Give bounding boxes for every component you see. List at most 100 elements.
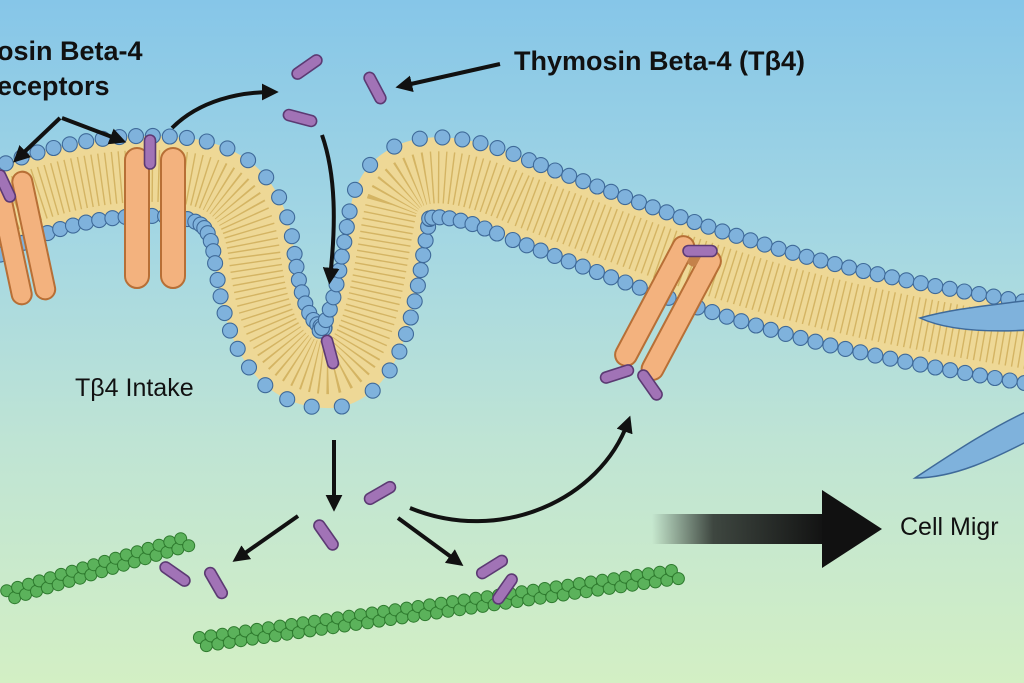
lipid-head: [338, 218, 355, 236]
lipid-head: [826, 256, 843, 273]
actin-filaments: [0, 532, 685, 653]
lipid-head: [658, 204, 675, 221]
lipid-head: [488, 225, 506, 242]
lipid-head: [912, 356, 929, 373]
lipid-head: [883, 269, 901, 286]
lipid-head: [867, 347, 884, 364]
actin-bead: [182, 539, 196, 553]
lipid-head: [942, 362, 959, 379]
lipid-head: [279, 209, 296, 226]
lipid-bilayer-membrane: [0, 127, 1024, 415]
lipid-head: [454, 131, 471, 148]
lipid-head: [212, 288, 229, 305]
arrow-label-tb4: [395, 62, 501, 92]
lipid-head: [837, 340, 854, 357]
lipid-head: [346, 181, 364, 198]
lipid-head: [161, 128, 178, 145]
lipid-head: [209, 271, 226, 288]
lipid-head: [882, 350, 899, 367]
lipid-head: [362, 156, 379, 173]
arrow-intake-down: [320, 134, 340, 285]
membrane-tail-texture: [0, 149, 1024, 394]
lipid-head: [869, 266, 886, 283]
arrow-receptors-left: [13, 116, 62, 163]
lipid-head: [1016, 374, 1024, 392]
lipid-head: [271, 189, 288, 206]
label-receptors-line1: osin Beta-4: [0, 36, 143, 66]
arrow-receptors-right: [61, 116, 127, 145]
lipid-head: [822, 337, 839, 354]
lipid-head: [1001, 372, 1018, 389]
lipid-head: [402, 309, 419, 326]
lipid-head: [64, 217, 82, 234]
lipid-head: [631, 279, 648, 296]
lipid-head: [505, 145, 522, 162]
lipid-head: [941, 280, 958, 297]
lipid-head: [77, 214, 95, 231]
lipid-head: [617, 274, 634, 291]
receptor-middle: [124, 147, 186, 289]
lipid-head: [415, 247, 432, 264]
lipid-head: [336, 233, 353, 251]
tb4-peptide: [0, 169, 17, 203]
lipid-head: [229, 340, 246, 357]
tb4-peptide: [682, 244, 718, 258]
lipid-head: [714, 223, 731, 240]
tb4-peptide: [203, 566, 229, 600]
lipid-head: [927, 359, 944, 376]
lipid-head: [279, 391, 296, 408]
lipid-head: [841, 259, 858, 276]
lipid-head: [700, 218, 717, 235]
lipid-head: [747, 317, 765, 334]
receptor-left: [0, 170, 57, 306]
lipid-head: [207, 255, 224, 272]
tb4-peptide: [143, 134, 157, 170]
lipid-head: [589, 178, 606, 195]
tb4-peptide: [313, 519, 339, 551]
tb4-peptide: [320, 334, 340, 370]
lipid-head: [216, 305, 233, 322]
label-tb4: Thymosin Beta-4 (Tβ4): [514, 46, 806, 76]
actin-bead: [671, 572, 685, 586]
lipid-head: [288, 258, 305, 275]
arrow-to-actin-right: [396, 516, 464, 566]
tb4-peptide: [475, 554, 509, 580]
lipid-head: [257, 377, 274, 394]
lipid-head: [792, 329, 809, 346]
lipid-head: [240, 152, 257, 169]
tb4-peptides: [0, 54, 718, 605]
lipid-head: [728, 227, 745, 244]
lipid-heads: [0, 127, 1024, 415]
lipid-head: [221, 322, 239, 339]
lipid-head: [532, 242, 549, 259]
lipid-head: [61, 136, 78, 153]
lipid-head: [303, 398, 320, 415]
label-tb4-intake: Tβ4 Intake: [75, 374, 194, 402]
label-receptors-line2: eceptors: [0, 71, 110, 101]
lipid-head: [547, 162, 564, 179]
lipid-head: [898, 272, 915, 289]
cell-protrusion: [912, 300, 1024, 479]
label-cell-migration: Cell Migr: [900, 513, 999, 541]
tb4-peptide: [159, 561, 191, 587]
lipid-head: [617, 189, 634, 206]
pathway-arrows: [13, 62, 633, 566]
lipid-head: [784, 244, 801, 261]
lipid-head: [364, 382, 381, 399]
lipid-head: [912, 275, 929, 292]
lipid-head: [518, 237, 535, 254]
lipid-head: [331, 262, 348, 279]
tb4-peptide: [363, 71, 387, 105]
lipid-head: [807, 333, 824, 350]
lipid-head: [603, 183, 620, 200]
lipid-head: [178, 129, 195, 146]
lipid-head: [970, 286, 988, 303]
tb4-peptide: [637, 369, 663, 401]
lipid-head: [127, 128, 145, 145]
lipid-head: [718, 308, 735, 325]
lipid-head: [341, 203, 358, 220]
migration-arrow: [652, 490, 882, 568]
lipid-head: [78, 133, 95, 150]
lipid-head: [986, 369, 1003, 387]
